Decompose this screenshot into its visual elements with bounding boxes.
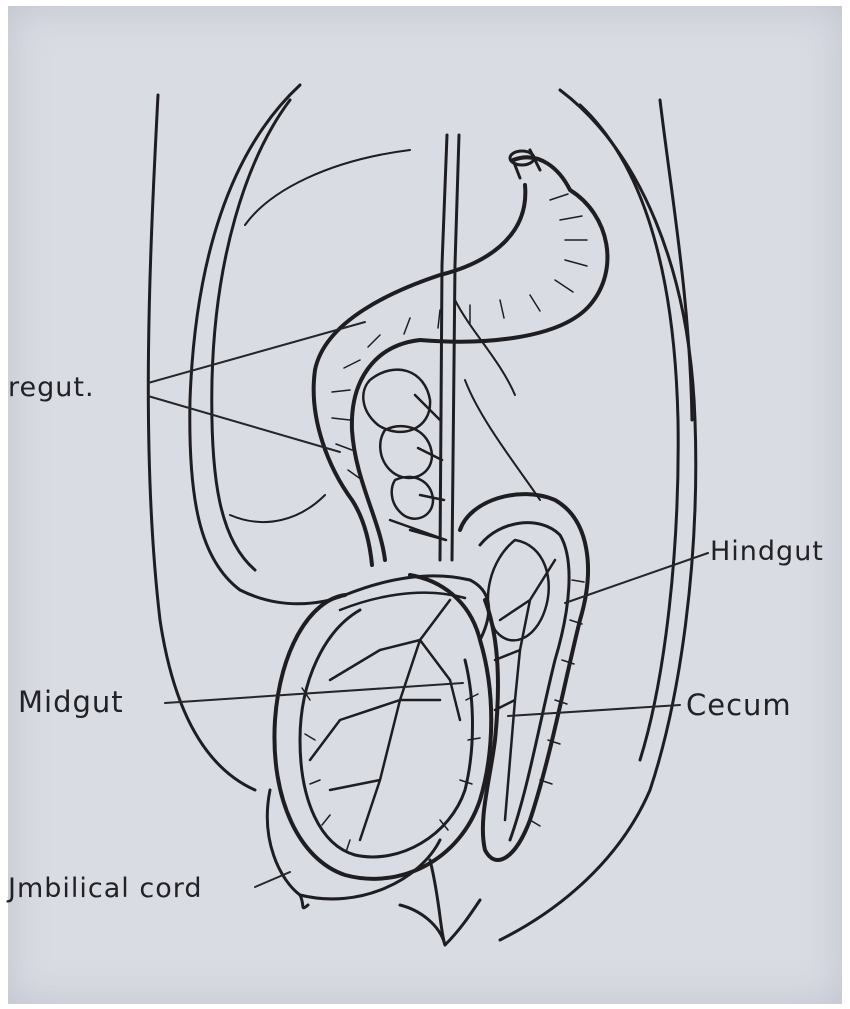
body-wall xyxy=(148,85,695,940)
leader-foregut-upper xyxy=(148,322,365,383)
leader-foregut-lower xyxy=(148,396,340,452)
label-cecum: Cecum xyxy=(686,688,792,722)
aorta xyxy=(440,135,459,560)
label-hindgut: Hindgut xyxy=(710,536,824,567)
mesentery xyxy=(230,150,540,522)
label-midgut: Midgut xyxy=(18,685,124,719)
midgut-loop xyxy=(274,370,491,879)
label-umbilical-cord: Jmbilical cord xyxy=(8,873,203,904)
foregut-tube xyxy=(314,150,608,565)
label-foregut: regut. xyxy=(8,372,95,403)
umbilical-sac xyxy=(267,790,480,945)
